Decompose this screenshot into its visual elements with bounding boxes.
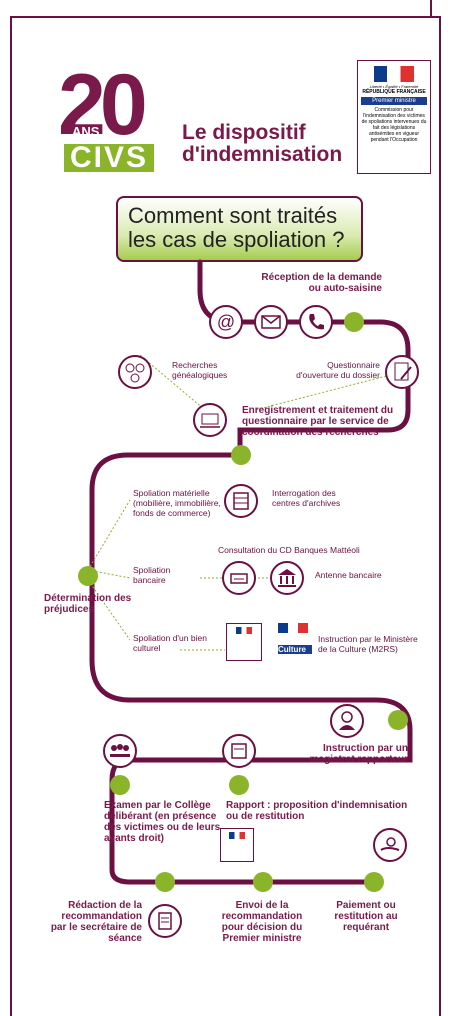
mini-flag-icon <box>236 627 252 634</box>
logo-ans: ANS <box>72 124 100 139</box>
step-interrogation: Interrogation des centres d'archives <box>272 488 341 508</box>
people-icon <box>125 363 145 383</box>
determination-dot <box>78 566 98 586</box>
marianne-flag-icon <box>374 66 414 82</box>
redaction-bubble <box>148 904 182 938</box>
form-pen-icon <box>394 362 412 381</box>
questionnaire-bubble <box>385 355 419 389</box>
step-spol-bancaire: Spoliation bancaire <box>133 565 171 585</box>
step-redaction: Rédaction de la recommandation par le se… <box>50 900 142 944</box>
envoi-dot <box>253 872 273 892</box>
at-icon: @ <box>216 312 236 332</box>
instruction-dot <box>388 710 408 730</box>
at-bubble: @ <box>209 305 243 339</box>
top-notch <box>430 0 432 16</box>
page-frame <box>10 16 441 1016</box>
college-bubble <box>103 734 137 768</box>
enregistrement-dot <box>231 445 251 465</box>
mail-bubble <box>254 305 288 339</box>
paiement-dot <box>364 872 384 892</box>
culture-logo: Culture <box>278 622 312 660</box>
step-enregistrement: Enregistrement et traitement du question… <box>242 405 394 438</box>
redaction-dot <box>155 872 175 892</box>
step-antenne: Antenne bancaire <box>315 570 382 580</box>
step-spol-materielle: Spoliation matérielle (mobilière, immobi… <box>133 488 221 518</box>
civs-mini-logo <box>226 623 262 661</box>
reception-dot <box>344 312 364 332</box>
step-determination: Détermination des préjudices <box>44 593 132 615</box>
logo-number: 20 <box>58 57 148 153</box>
header-title: Le dispositif d'indemnisation <box>182 122 342 166</box>
rapport-bubble <box>222 734 256 768</box>
civs-20-logo: 20 ANS CIVS <box>58 62 168 174</box>
envelope-icon <box>261 315 281 329</box>
premier-ministre-logo: Liberté • Égalité • Fraternité RÉPUBLIQU… <box>357 60 431 174</box>
desk-icon <box>200 413 220 428</box>
meeting-icon <box>110 744 130 757</box>
recherches-bubble <box>118 355 152 389</box>
step-recherches: Recherches généalogiques <box>172 360 228 380</box>
document-icon <box>158 912 172 930</box>
magistrat-bubble <box>330 704 364 738</box>
examen-dot <box>110 775 130 795</box>
step-rapport: Rapport : proposition d'indemnisation ou… <box>226 800 408 822</box>
report-icon <box>231 743 247 759</box>
step-instruction-mag: Instruction par un magistrat rapporteur <box>309 743 408 765</box>
step-paiement: Paiement ou restitution au requérant <box>334 900 398 933</box>
cd-bubble <box>222 561 256 595</box>
header-title-line2: d'indemnisation <box>182 143 343 166</box>
step-consultation: Consultation du CD Banques Mattéoli <box>218 545 360 555</box>
pm-mini-logo <box>220 828 254 862</box>
culture-label: Culture <box>278 645 312 654</box>
drive-icon <box>230 573 248 584</box>
culture-flag-icon <box>278 623 308 633</box>
paiement-bubble <box>373 828 407 862</box>
coordination-bubble <box>193 403 227 437</box>
rapport-dot <box>229 775 249 795</box>
step-instruction-culture: Instruction par le Ministère de la Cultu… <box>318 634 418 654</box>
gov-text: Commission pour l'indemnisation des vict… <box>361 107 427 143</box>
phone-icon <box>309 314 324 330</box>
gov-republic: RÉPUBLIQUE FRANÇAISE <box>362 89 426 95</box>
bank-icon <box>278 569 296 587</box>
archive-icon <box>233 492 249 510</box>
archives-bubble <box>224 484 258 518</box>
pm-flag-icon <box>229 832 245 839</box>
hand-coin-icon <box>380 837 400 851</box>
gov-band: Premier ministre <box>361 97 427 105</box>
banner-line1: Comment sont traités <box>128 203 338 228</box>
judge-icon <box>339 711 355 730</box>
logo-civs: CIVS <box>64 143 155 173</box>
step-envoi: Envoi de la recommandation pour décision… <box>221 900 303 944</box>
gov-motto: Liberté • Égalité • Fraternité <box>369 84 419 89</box>
header-title-line1: Le dispositif <box>182 121 306 144</box>
banner-line2: les cas de spoliation ? <box>128 227 345 252</box>
step-examen: Examen par le Collège délibérant (en pré… <box>104 800 221 844</box>
phone-bubble <box>299 305 333 339</box>
step-reception: Réception de la demande ou auto-saisine <box>261 272 382 294</box>
bank-bubble <box>270 561 304 595</box>
step-questionnaire: Questionnaire d'ouverture du dossier <box>296 360 380 380</box>
step-spol-culturel: Spoliation d'un bien culturel <box>133 633 207 653</box>
question-banner: Comment sont traités les cas de spoliati… <box>116 196 363 262</box>
